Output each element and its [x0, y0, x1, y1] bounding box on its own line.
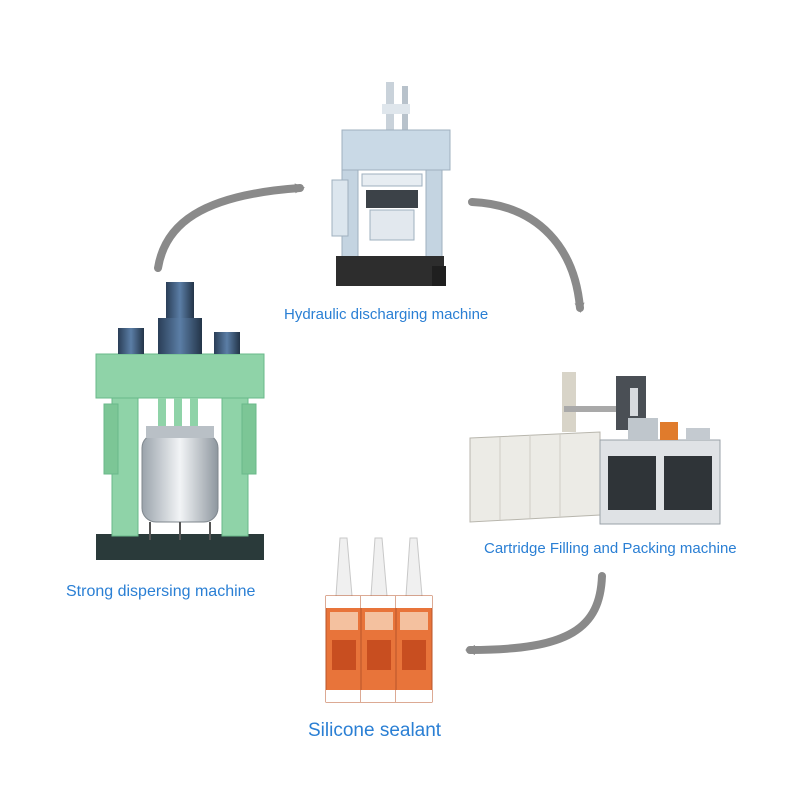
arrow-cartridge-to-sealant	[465, 572, 606, 655]
sealant-cartridge-tubes-icon	[325, 537, 433, 703]
label-silicone-sealant: Silicone sealant	[308, 720, 442, 741]
label-hydraulic-discharging-machine: Hydraulic discharging machine	[284, 306, 489, 323]
flow-arrows	[154, 183, 606, 655]
dispersing-mixer-machine-icon	[95, 282, 265, 560]
hydraulic-press-machine-icon	[331, 82, 451, 286]
cartridge-filling-machine-icon	[469, 372, 721, 525]
sealant-tube	[325, 537, 363, 703]
arrow-dispersing-to-hydraulic	[154, 183, 305, 272]
label-strong-dispersing-machine: Strong dispersing machine	[66, 583, 256, 600]
sealant-tube	[395, 537, 433, 703]
arrow-hydraulic-to-cartridge	[468, 198, 585, 313]
label-cartridge-filling-packing-machine: Cartridge Filling and Packing machine	[484, 540, 737, 557]
sealant-tube	[360, 537, 398, 703]
